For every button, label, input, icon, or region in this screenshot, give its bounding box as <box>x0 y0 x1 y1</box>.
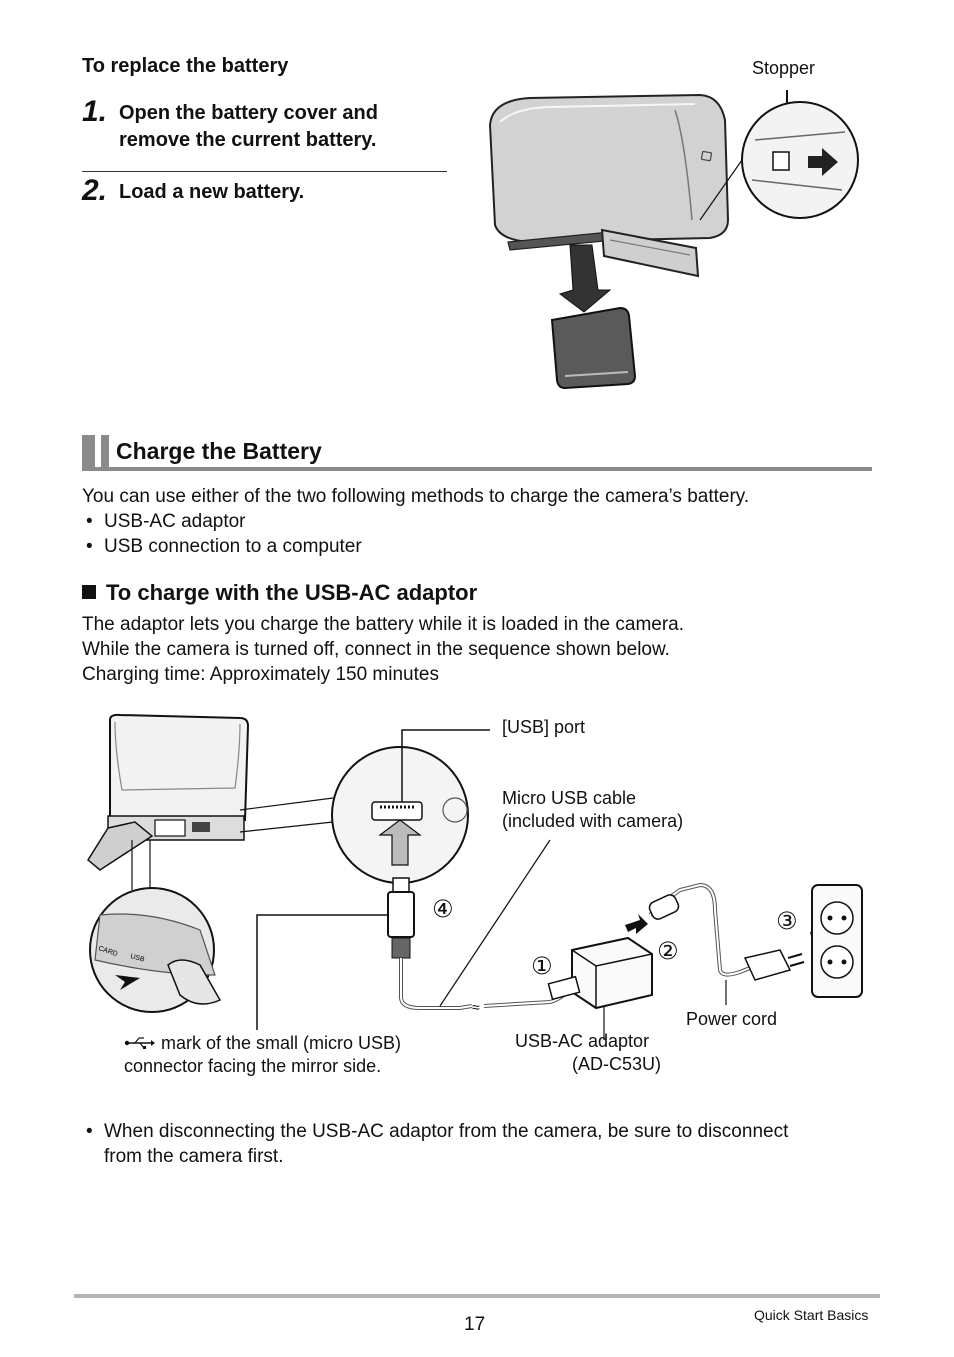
step-1-number: 1. <box>82 95 108 128</box>
pull-arrow <box>115 975 140 990</box>
battery <box>550 306 637 390</box>
square-bullet-icon <box>82 585 96 599</box>
insert-arrow <box>378 819 422 866</box>
note: • When disconnecting the USB-AC adaptor f… <box>82 1119 788 1169</box>
method-item: • USB connection to a computer <box>82 534 362 559</box>
note-line1: When disconnecting the USB-AC adaptor fr… <box>104 1121 789 1142</box>
step-2-text: Load a new battery. <box>119 181 305 203</box>
bullet: • <box>86 536 93 557</box>
down-arrow <box>558 244 612 313</box>
step-1-line1: Open the battery cover and <box>119 102 378 124</box>
page-number: 17 <box>464 1314 486 1335</box>
para-line: The adaptor lets you charge the battery … <box>82 614 685 635</box>
section-bar-1 <box>82 435 95 469</box>
step-circle-3: ③ <box>776 908 798 935</box>
method-label: USB-AC adaptor <box>104 511 246 532</box>
charging-diagram: ≈ CARD USB <box>87 713 863 1040</box>
camera-side <box>109 713 250 821</box>
replace-heading: To replace the battery <box>82 55 289 77</box>
camera-label-usb: USB <box>129 953 145 964</box>
power-plug <box>743 949 792 981</box>
bullet: • <box>86 1121 93 1142</box>
cable-line2: (included with camera) <box>502 811 684 831</box>
step-1-text: Open the battery cover and remove the cu… <box>119 100 378 154</box>
svg-text:≈: ≈ <box>472 999 480 1015</box>
camera-body <box>488 93 730 244</box>
mark-line2: connector facing the mirror side. <box>124 1056 382 1076</box>
charge-intro: You can use either of the two following … <box>82 486 750 507</box>
para-line: While the camera is turned off, connect … <box>82 639 670 660</box>
adaptor-line1: USB-AC adaptor <box>515 1031 650 1051</box>
battery-replace-illustration <box>488 90 859 390</box>
charge-paragraph: The adaptor lets you charge the battery … <box>82 612 684 687</box>
subhead: To charge with the USB-AC adaptor <box>82 580 477 606</box>
para-line: Charging time: Approximately 150 minutes <box>82 664 439 685</box>
step-divider <box>82 171 447 172</box>
port-cover <box>87 821 154 871</box>
note-line2: from the camera first. <box>104 1146 284 1167</box>
adaptor-line2: (AD-C53U) <box>571 1054 661 1074</box>
step-circle-4: ④ <box>432 896 454 923</box>
usb-mark-label: mark of the small (micro USB) connector … <box>124 1032 401 1078</box>
stopper-label: Stopper <box>752 58 816 78</box>
method-label: USB connection to a computer <box>104 536 362 557</box>
usb-ac-adaptor <box>571 936 653 1010</box>
plug-arrow-2 <box>625 914 648 934</box>
step-circle-2: ② <box>657 938 679 965</box>
micro-usb-plug <box>387 891 415 938</box>
stopper-zoom-circle <box>741 101 859 219</box>
section-title: Charge the Battery <box>116 438 322 464</box>
adaptor-label: USB-AC adaptor (AD-C53U) <box>515 1030 661 1076</box>
step-circle-1: ① <box>531 953 553 980</box>
subhead-text: To charge with the USB-AC adaptor <box>106 580 478 605</box>
footer-section: Quick Start Basics <box>754 1307 869 1323</box>
cable-line1: Micro USB cable <box>502 788 637 808</box>
section-underline <box>82 467 872 471</box>
bullet: • <box>86 511 93 532</box>
method-item: • USB-AC adaptor <box>82 509 246 534</box>
section-bar-2 <box>101 435 109 469</box>
step-1-line2: remove the current battery. <box>119 129 377 151</box>
micro-usb-cable-label: Micro USB cable (included with camera) <box>502 787 683 833</box>
step-2-number: 2. <box>82 174 108 207</box>
battery-cover <box>600 228 700 278</box>
usb-port-label: [USB] port <box>502 717 586 737</box>
stopper-arrow <box>808 148 838 176</box>
mark-line1: mark of the small (micro USB) <box>156 1033 402 1053</box>
usb-symbol-icon <box>124 1037 155 1049</box>
footer-rule <box>74 1294 880 1298</box>
usb-port <box>371 801 423 821</box>
power-cord-label: Power cord <box>686 1009 778 1029</box>
